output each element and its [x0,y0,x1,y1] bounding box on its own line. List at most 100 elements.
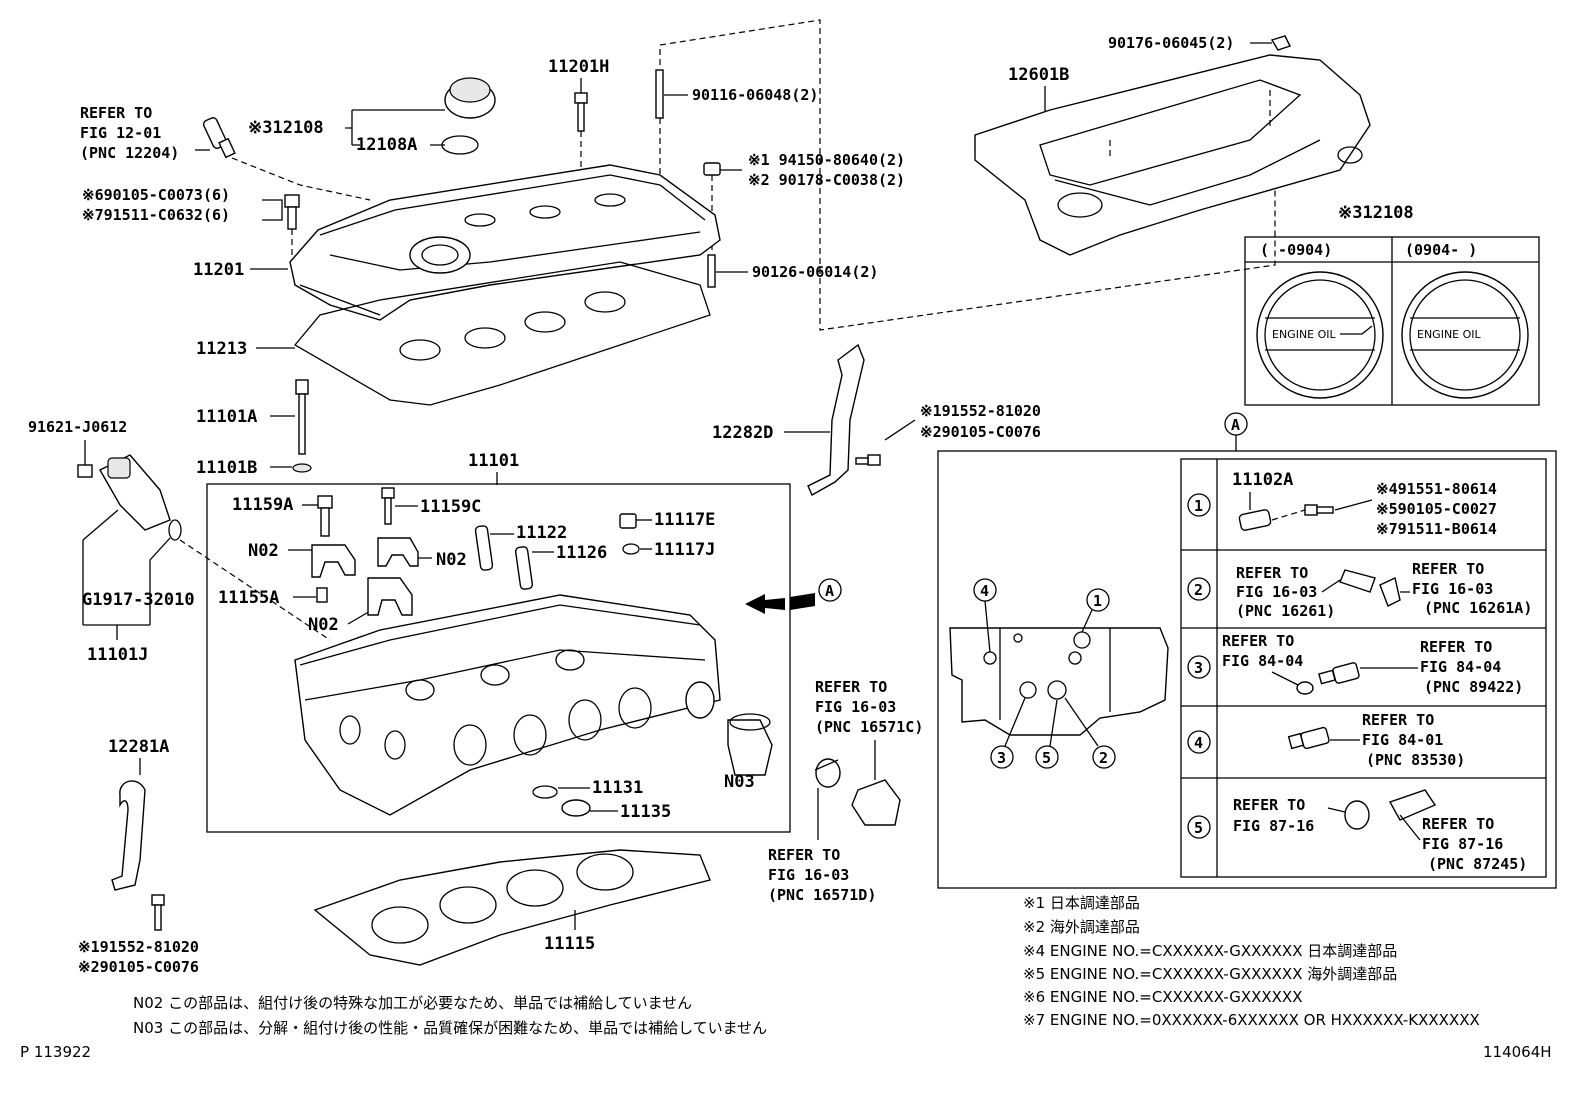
svg-text:FIG 16-03: FIG 16-03 [815,698,896,716]
svg-text:REFER TO: REFER TO [80,104,152,122]
label-91552-a: ※191552-81020 [78,938,199,956]
label-11201: 11201 [193,260,244,280]
clip-icon [1270,35,1291,51]
svg-text:5: 5 [1194,819,1203,837]
svg-text:N02 この部品は、組付け後の特殊な加工が必要なため、単品で: N02 この部品は、組付け後の特殊な加工が必要なため、単品では補給していません [133,994,692,1012]
svg-text:3: 3 [1194,659,1203,677]
refer-83530: REFER TO FIG 84-01 (PNC 83530) [1362,711,1465,769]
svg-text:4: 4 [1194,734,1203,752]
svg-text:ENGINE OIL: ENGINE OIL [1272,328,1337,341]
label-N02-b: N02 [436,550,467,570]
label-91511-B0614: ※791511-B0614 [1376,520,1497,538]
refer-16261: REFER TO FIG 16-03 (PNC 16261) [1236,564,1335,620]
label-11101: 11101 [468,451,519,471]
svg-text:FIG 84-04: FIG 84-04 [1222,652,1303,670]
refer-16571D: REFER TO FIG 16-03 (PNC 16571D) [768,846,876,904]
gasket-ring-icon [622,543,640,555]
oil-filler-cap-icon [441,77,496,155]
valve-guide-2-icon [514,546,534,590]
svg-text:5: 5 [1042,749,1051,767]
svg-text:※4 ENGINE NO.=CXXXXXX-GXXXXXX: ※4 ENGINE NO.=CXXXXXX-GXXXXXX 日本調達部品 [1023,942,1397,960]
inset-A-box [937,450,1557,889]
label-11159A: 11159A [232,495,293,515]
svg-text:FIG 84-01: FIG 84-01 [1362,731,1443,749]
valve-guide-icon [474,525,494,571]
svg-text:1: 1 [1093,592,1102,610]
label-N02-c: N02 [308,615,339,635]
page-code-left: P 113922 [20,1043,91,1061]
bolt-11159C-icon [381,487,395,525]
svg-text:REFER TO: REFER TO [768,846,840,864]
svg-text:REFER TO: REFER TO [1233,796,1305,814]
label-91552-b: ※191552-81020 [920,402,1041,420]
label-91551-80614: ※491551-80614 [1376,480,1497,498]
cam-cap-c-icon [367,577,413,616]
head-bolt-icon [292,379,312,473]
plug-icon [619,513,637,529]
svg-text:FIG 87-16: FIG 87-16 [1422,835,1503,853]
svg-text:(PNC 16571C): (PNC 16571C) [815,718,923,736]
view-A-arrow-icon: A [745,578,842,614]
label-91511-C0632: ※791511-C0632(6) [82,206,230,224]
label-90126: 90126-06014(2) [752,263,878,281]
label-90105-C0073: ※690105-C0073(6) [82,186,230,204]
label-11131: 11131 [592,778,643,798]
bolt-11159A-icon [317,495,333,537]
label-11101A: 11101A [196,407,257,427]
label-12108: ※312108 [248,118,324,138]
supply-notes: ※1 日本調達部品 ※2 海外調達部品 ※4 ENGINE NO.=CXXXXX… [1023,894,1480,1029]
label-N02-a: N02 [248,541,279,561]
refer-16571C: REFER TO FIG 16-03 (PNC 16571C) [815,678,923,736]
label-11201H: 11201H [548,57,609,77]
svg-text:2: 2 [1194,581,1203,599]
stud-90126-icon [707,254,748,288]
oil-cap-new-icon: ENGINE OIL [1401,271,1529,399]
dowel-icon [316,587,328,603]
page-code-right: 114064H [1483,1043,1552,1061]
svg-text:(PNC 83530): (PNC 83530) [1366,751,1465,769]
svg-text:FIG 16-03: FIG 16-03 [1412,580,1493,598]
svg-text:FIG 87-16: FIG 87-16 [1233,817,1314,835]
svg-text:A: A [825,582,834,600]
bolt-cover-icon [284,194,300,262]
hose-clamp-icon [814,758,901,826]
sensor-83530-icon [1287,726,1360,750]
engine-hanger-12282D-icon [807,343,881,496]
svg-text:REFER TO: REFER TO [1412,560,1484,578]
label-11117J: 11117J [654,540,715,560]
svg-text:REFER TO: REFER TO [1222,632,1294,650]
circle-callouts: 4 1 3 5 2 [973,578,1116,769]
head-cover-gasket-icon [294,261,711,406]
sensor-11102A-icon [1238,504,1334,531]
pcv-valve-icon [195,117,371,201]
label-90176: 90176-06045(2) [1108,34,1234,52]
footnotes: N02 この部品は、組付け後の特殊な加工が必要なため、単品では補給していません … [133,994,767,1037]
svg-text:FIG 16-03: FIG 16-03 [1236,583,1317,601]
svg-text:FIG 12-01: FIG 12-01 [80,124,161,142]
oil-control-valve-icon [77,454,182,541]
head-side-view-icon [949,627,1169,736]
inset-A-letter: A [1231,416,1240,434]
svg-text:(PNC 87245): (PNC 87245) [1428,855,1527,873]
svg-text:FIG 84-04: FIG 84-04 [1420,658,1501,676]
cylinder-head-subassy-box [206,483,791,833]
svg-text:ENGINE OIL: ENGINE OIL [1417,328,1482,341]
svg-text:(PNC 12204): (PNC 12204) [80,144,179,162]
label-11101J: 11101J [87,645,148,665]
svg-text:(PNC 16261): (PNC 16261) [1236,602,1335,620]
label-N03: N03 [724,772,755,792]
svg-text:※5 ENGINE NO.=CXXXXXX-GXXXXXX: ※5 ENGINE NO.=CXXXXXX-GXXXXXX 海外調達部品 [1023,965,1397,983]
label-11126: 11126 [556,543,607,563]
svg-text:REFER TO: REFER TO [1422,815,1494,833]
svg-text:(PNC 89422): (PNC 89422) [1424,678,1523,696]
cylinder-head-cover-icon [289,164,721,321]
label-90105-b: ※290105-C0076 [920,423,1041,441]
head-gasket-icon [313,849,711,966]
label-11117E: 11117E [654,510,715,530]
refer-fig-12-01: REFER TO FIG 12-01 (PNC 12204) [80,104,179,162]
refer-89422: REFER TO FIG 84-04 (PNC 89422) [1420,638,1523,696]
svg-text:N03 この部品は、分解・組付け後の性能・品質確保が困難なた: N03 この部品は、分解・組付け後の性能・品質確保が困難なため、単品では補給して… [133,1019,767,1037]
label-11135: 11135 [620,802,671,822]
cam-cap-a-icon [311,544,356,578]
